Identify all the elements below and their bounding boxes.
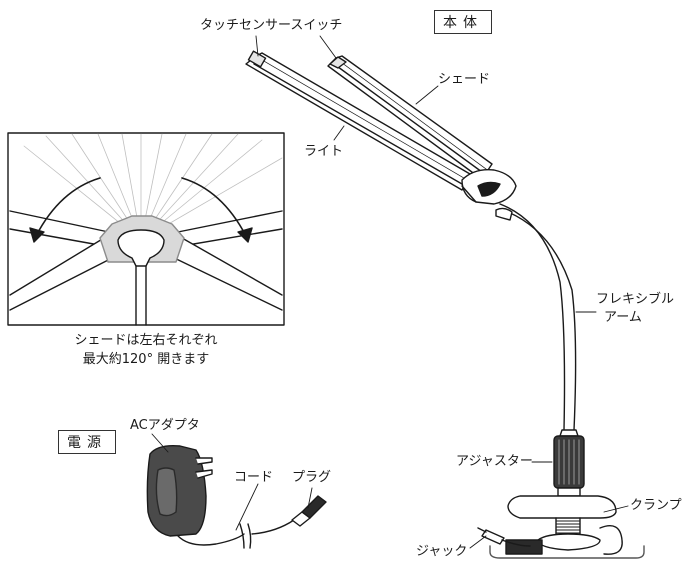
ac-adapter — [146, 444, 327, 549]
ac-adapter-label: ACアダプタ — [130, 418, 200, 433]
flexible-arm-label-line1: フレキシブル — [596, 292, 675, 307]
shade-label: シェード — [438, 72, 491, 87]
light-label: ライト — [304, 144, 344, 159]
adjuster-label: アジャスター — [456, 454, 533, 469]
clamp-label: クランプ — [630, 498, 682, 513]
lamp-unit — [245, 50, 517, 205]
adjuster — [553, 429, 585, 497]
main-unit-heading: 本体 — [434, 10, 492, 34]
shade-rotation-detail — [7, 132, 285, 326]
flexible-arm — [495, 203, 577, 431]
flexible-arm-label-line2: アーム — [604, 310, 642, 325]
jack-label: ジャック — [416, 544, 468, 559]
clamp — [489, 495, 645, 559]
plug-label: プラグ — [292, 470, 332, 485]
cord-label: コード — [234, 470, 274, 485]
caption-line-2: 最大約120° 開きます — [82, 351, 210, 367]
caption-line-1: シェードは左右それぞれ — [74, 333, 218, 348]
power-heading: 電源 — [58, 430, 116, 454]
shade-rotation-caption: シェードは左右それぞれ 最大約120° 開きます — [8, 332, 284, 370]
touch-sensor-switch-label: タッチセンサースイッチ — [200, 18, 343, 33]
jack-plug — [477, 527, 531, 547]
